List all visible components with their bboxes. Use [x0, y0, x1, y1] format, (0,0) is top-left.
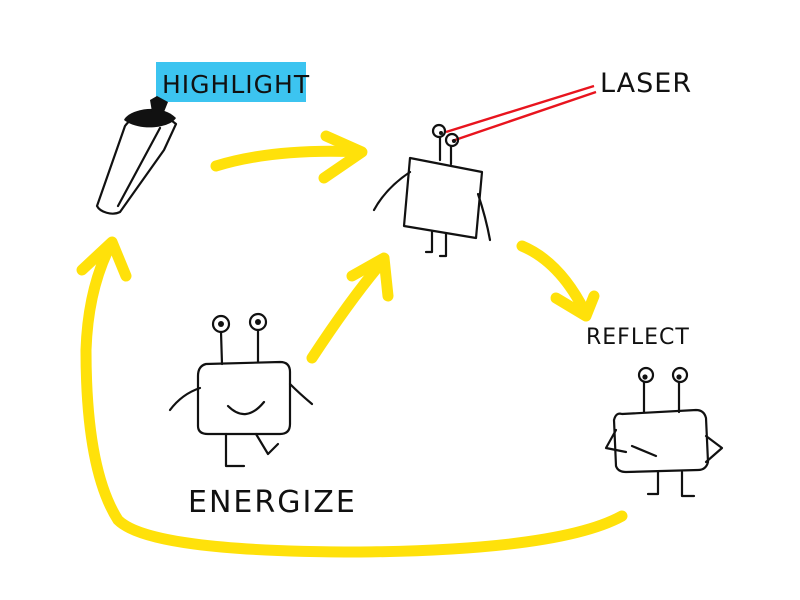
highlighter-pen-icon [95, 62, 306, 215]
energize-pupil-left [218, 321, 224, 327]
arrow-reflect-to-highlight-head [76, 236, 132, 282]
laser-eyed-box-creature [372, 84, 597, 258]
laser-pupil-left [439, 131, 443, 135]
reflect-arm-inner [630, 444, 658, 458]
laser-leg-left [424, 230, 434, 254]
highlighter-edge [116, 126, 162, 208]
energize-creature-body [196, 360, 292, 436]
arrow-reflect-to-highlight [80, 240, 628, 558]
arrows [76, 130, 628, 558]
energize-leg-right [254, 432, 280, 456]
laser-beam-lower [451, 90, 597, 143]
reflect-pupil-right [676, 374, 682, 380]
reflect-arm-right [704, 434, 724, 464]
highlighter-tip [150, 96, 168, 112]
energize-arm-left [168, 386, 202, 412]
laser-beam-upper [445, 84, 595, 134]
highlighter-cap [124, 108, 176, 128]
arrow-laser-to-reflect [516, 240, 591, 318]
reflect-arm-left [604, 428, 628, 454]
arrow-laser-to-reflect-head [550, 290, 600, 322]
smiling-box-creature [168, 312, 314, 468]
energize-leg-left [224, 432, 246, 468]
arrow-energize-to-laser [306, 256, 388, 364]
laser-pupil-right [452, 139, 456, 143]
reflect-leg-left [646, 470, 660, 496]
energize-arm-right [288, 382, 314, 406]
energize-antenna-left [219, 330, 224, 366]
laser-arm-right [476, 192, 492, 242]
reflect-pupil-left [642, 374, 648, 380]
reflect-label: REFLECT [586, 325, 690, 350]
highlight-label: HIGHLIGHT [162, 70, 310, 99]
highlight-label-box [156, 62, 306, 102]
reflecting-box-creature [604, 366, 724, 498]
laser-label: LASER [600, 68, 692, 99]
energize-pupil-right [255, 319, 261, 325]
reflect-eye-left [637, 366, 655, 384]
laser-arm-left [372, 170, 412, 212]
laser-creature-body [402, 156, 484, 240]
arrow-energize-to-laser-head [346, 252, 394, 302]
highlighter-body [95, 113, 178, 215]
arrow-highlight-to-laser [210, 145, 366, 172]
arrow-highlight-to-laser-head [318, 130, 368, 184]
laser-eye-left [431, 123, 447, 139]
energize-label: ENERGIZE [188, 485, 357, 520]
laser-leg-right [438, 232, 448, 258]
energize-smile [226, 400, 266, 416]
reflect-creature-body [612, 408, 710, 474]
reflect-leg-right [680, 470, 696, 498]
